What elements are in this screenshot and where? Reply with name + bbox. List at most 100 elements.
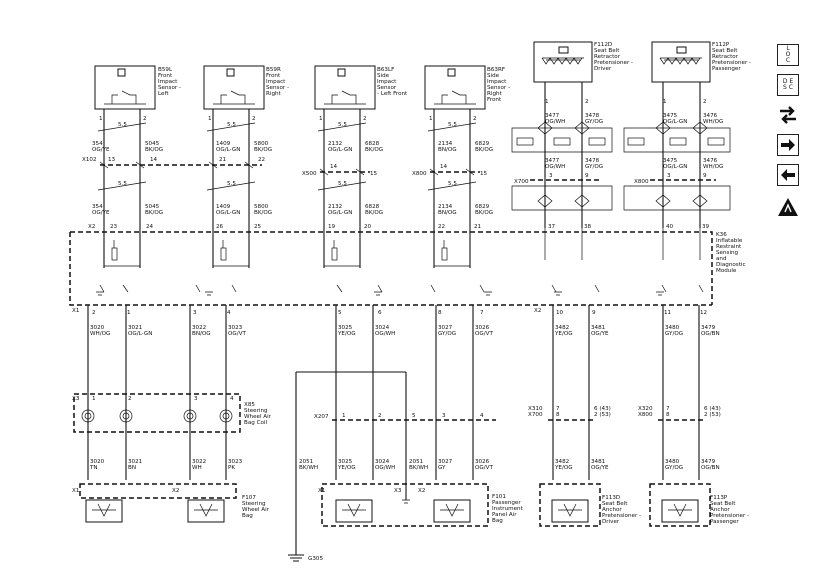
svg-text:6 (43): 6 (43)	[704, 406, 721, 412]
svg-text:2: 2	[363, 116, 367, 122]
f107-id: F107	[242, 495, 256, 501]
svg-text:2: 2	[128, 396, 132, 402]
f112p-id: F112P	[712, 42, 730, 48]
module-id: K36	[716, 232, 727, 238]
svg-text:5.5: 5.5	[338, 181, 347, 187]
svg-text:Seat Belt: Seat Belt	[710, 501, 736, 507]
airbag-f101: X1 X3 X2 F101 Passenger Instrument Panel…	[318, 483, 524, 527]
airbag-f113d: F113D Seat Belt Anchor Pretensioner - Dr…	[539, 483, 641, 527]
svg-text:YE/OG: YE/OG	[554, 331, 573, 337]
svg-text:Side: Side	[377, 73, 390, 79]
svg-text:3479: 3479	[701, 459, 716, 465]
svg-text:Pretensioner -: Pretensioner -	[712, 60, 751, 66]
svg-text:4: 4	[480, 413, 484, 419]
svg-text:5: 5	[412, 413, 416, 419]
svg-text:5: 5	[338, 310, 342, 316]
svg-text:OG/BN: OG/BN	[701, 331, 720, 337]
svg-text:Inflatable: Inflatable	[716, 238, 743, 244]
svg-text:Bag Coil: Bag Coil	[244, 420, 267, 426]
coil-x85: X3 1 2 3 4 X85 Steering Wheel Air Bag Co…	[72, 393, 272, 433]
svg-text:GY/OG: GY/OG	[438, 331, 456, 337]
svg-text:3481: 3481	[591, 459, 606, 465]
svg-text:BK/OG: BK/OG	[254, 210, 272, 216]
svg-text:6829: 6829	[475, 141, 490, 147]
esd-warning-button[interactable]	[777, 196, 799, 218]
svg-text:12: 12	[700, 310, 707, 316]
svg-text:5.5: 5.5	[118, 181, 127, 187]
svg-text:15: 15	[480, 171, 488, 177]
svg-text:OG/VT: OG/VT	[228, 331, 246, 337]
svg-text:14: 14	[330, 164, 338, 170]
svg-text:1: 1	[208, 116, 212, 122]
svg-text:3: 3	[549, 173, 553, 179]
f113p-id: F113P	[710, 495, 728, 501]
inline-x310: X310 X700 7 8 6 (43) 2 (53)	[528, 406, 611, 421]
svg-text:WH/OG: WH/OG	[90, 331, 110, 337]
svg-text:TN: TN	[89, 465, 98, 471]
svg-text:24: 24	[146, 224, 154, 230]
svg-text:GY/OG: GY/OG	[585, 164, 603, 170]
svg-text:Sensor -: Sensor -	[266, 85, 289, 91]
svg-text:2 (53): 2 (53)	[594, 412, 611, 418]
svg-text:GY/OG: GY/OG	[665, 331, 683, 337]
svg-text:X3: X3	[394, 488, 402, 494]
svg-text:OG/WH: OG/WH	[545, 119, 565, 125]
svg-text:7: 7	[666, 406, 670, 412]
svg-text:OG/YE: OG/YE	[92, 210, 110, 216]
svg-text:OG/L-GN: OG/L-GN	[328, 147, 352, 153]
svg-text:Panel Air: Panel Air	[492, 512, 517, 518]
svg-text:WH: WH	[192, 465, 202, 471]
svg-text:Pretensioner -: Pretensioner -	[594, 60, 633, 66]
svg-text:OG/YE: OG/YE	[92, 147, 110, 153]
svg-text:X310: X310	[528, 406, 543, 412]
svg-text:3023: 3023	[228, 459, 243, 465]
svg-text:21: 21	[219, 157, 227, 163]
svg-text:354: 354	[92, 204, 103, 210]
swap-button[interactable]	[777, 104, 799, 126]
svg-text:20: 20	[364, 224, 372, 230]
svg-text:23: 23	[110, 224, 118, 230]
coil-id: X85	[244, 402, 255, 408]
svg-text:OG/YE: OG/YE	[591, 331, 609, 337]
module-x1-connector: X1 2 1 3 4 5 6 8 7 X2 10 9 11 12	[72, 308, 707, 316]
svg-text:OG/L-GN: OG/L-GN	[216, 147, 240, 153]
svg-text:OG/L-GN: OG/L-GN	[663, 164, 687, 170]
svg-text:YE/OG: YE/OG	[337, 465, 356, 471]
svg-text:1: 1	[127, 310, 131, 316]
svg-text:3022: 3022	[192, 459, 206, 465]
svg-text:WH/OG: WH/OG	[703, 119, 723, 125]
svg-text:Wheel Air: Wheel Air	[242, 507, 270, 513]
svg-text:3477: 3477	[545, 113, 560, 119]
svg-text:2: 2	[378, 413, 382, 419]
svg-text:11: 11	[664, 310, 672, 316]
svg-text:GY/OG: GY/OG	[665, 465, 683, 471]
svg-text:25: 25	[254, 224, 262, 230]
svg-text:Left: Left	[158, 91, 169, 97]
svg-text:3478: 3478	[585, 158, 600, 164]
svg-text:WH/OG: WH/OG	[703, 164, 723, 170]
svg-text:X320: X320	[638, 406, 653, 412]
inline-connectors-row1: X102 13 14 21 22 X500 14 15 X800 14 15	[82, 157, 488, 177]
prev-button[interactable]	[777, 164, 799, 186]
svg-text:8: 8	[438, 310, 442, 316]
svg-text:Impact: Impact	[266, 79, 286, 85]
ground-g305: G305	[288, 554, 323, 562]
svg-text:3024: 3024	[375, 459, 390, 465]
coil-conn-label: X3	[72, 396, 80, 402]
svg-text:3478: 3478	[585, 113, 600, 119]
svg-text:3482: 3482	[555, 459, 569, 465]
svg-text:2051: 2051	[409, 459, 424, 465]
svg-text:OG/L-GN: OG/L-GN	[128, 331, 152, 337]
svg-text:4: 4	[230, 396, 234, 402]
next-button[interactable]	[777, 134, 799, 156]
pretensioner-f112d: F112D Seat Belt Retractor Pretensioner -…	[511, 41, 633, 228]
svg-text:Anchor: Anchor	[602, 507, 622, 513]
svg-text:Sensor: Sensor	[377, 85, 397, 91]
swap-arrows-icon	[780, 106, 796, 124]
svg-text:39: 39	[702, 224, 710, 230]
svg-text:3475: 3475	[663, 158, 678, 164]
